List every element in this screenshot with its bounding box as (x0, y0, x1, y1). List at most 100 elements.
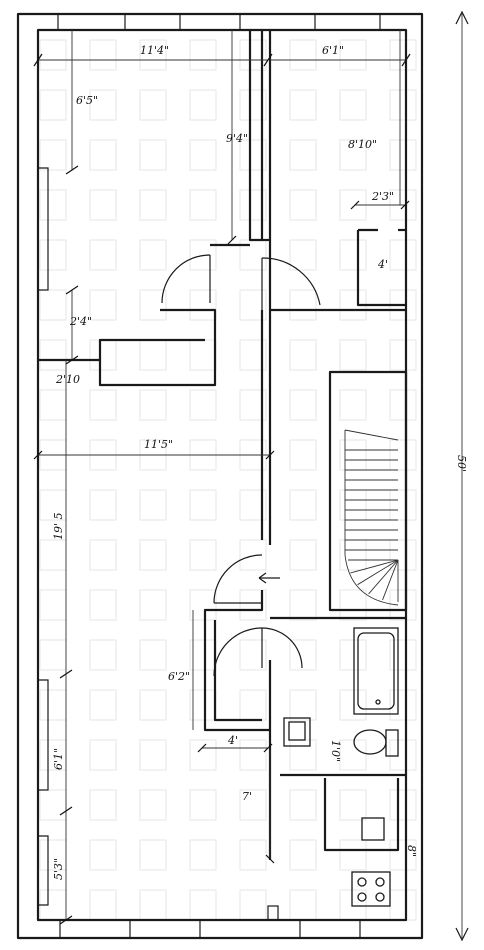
watermark-tile (39, 89, 67, 121)
watermark-tile (239, 189, 267, 221)
watermark-tile (389, 89, 417, 121)
watermark-tile (189, 739, 217, 771)
dimension-labels: 11'4" 6'1" 6'5" 9'4" 8'10" 2'3" 4' 2'4" … (52, 44, 468, 880)
watermark-tile (89, 339, 117, 371)
watermark-tile (39, 539, 67, 571)
watermark-tile (139, 239, 167, 271)
watermark-tile (289, 839, 317, 871)
watermark-tile (339, 39, 367, 71)
watermark-tile (389, 389, 417, 421)
watermark-tile (389, 489, 417, 521)
watermark-tile (89, 539, 117, 571)
watermark-tile (239, 489, 267, 521)
watermark-tile (139, 139, 167, 171)
watermark-tile (189, 389, 217, 421)
winder-tread (357, 559, 399, 586)
watermark-tile (39, 789, 67, 821)
dim-closet-depth: 4' (377, 258, 388, 271)
watermark-tile (289, 689, 317, 721)
dim-rear-left-depth: 5'3" (52, 858, 65, 880)
watermark-tile (39, 639, 67, 671)
watermark-tile (289, 189, 317, 221)
watermark-tile (289, 439, 317, 471)
watermark-tile (389, 789, 417, 821)
watermark-tile (89, 689, 117, 721)
kitchen-fixtures (323, 778, 400, 907)
dim-bath-depth: 7' (242, 790, 252, 803)
watermark-tile (89, 39, 117, 71)
watermark-tile (189, 239, 217, 271)
watermark-tile (389, 589, 417, 621)
watermark-tile (339, 839, 367, 871)
watermark-tile (189, 139, 217, 171)
watermark-tile (239, 639, 267, 671)
winder-tread (350, 559, 399, 574)
watermark-tile (139, 389, 167, 421)
watermark-tile (289, 39, 317, 71)
watermark-tile (339, 489, 367, 521)
watermark-tile (239, 839, 267, 871)
watermark-tile (139, 539, 167, 571)
exterior-walls (16, 12, 424, 940)
watermark-tile (239, 739, 267, 771)
dim-bath-width: 4' (227, 734, 238, 747)
watermark-tile (389, 239, 417, 271)
watermark-tile (139, 289, 167, 321)
watermark-tile (289, 339, 317, 371)
watermark-tile (239, 289, 267, 321)
watermark-tile (289, 589, 317, 621)
watermark-tile (139, 639, 167, 671)
watermark-tile (289, 89, 317, 121)
dim-kitchen: 8" (405, 845, 418, 857)
watermark-tile (339, 439, 367, 471)
dimension-ticks (33, 53, 411, 925)
dim-alcove-depth: 2'4" (69, 315, 92, 328)
watermark-tile (239, 139, 267, 171)
watermark-tile (289, 239, 317, 271)
watermark-tile (139, 89, 167, 121)
watermark-tile (339, 589, 367, 621)
watermark-pattern (39, 39, 417, 921)
watermark-tile (239, 339, 267, 371)
dim-hall-depth: 6'2" (168, 670, 190, 683)
watermark-tile (239, 539, 267, 571)
watermark-tile (339, 239, 367, 271)
watermark-tile (189, 589, 217, 621)
watermark-tile (239, 889, 267, 921)
watermark-tile (289, 539, 317, 571)
watermark-tile (339, 689, 367, 721)
watermark-tile (139, 889, 167, 921)
watermark-tile (89, 389, 117, 421)
watermark-tile (389, 639, 417, 671)
watermark-tile (239, 689, 267, 721)
watermark-tile (389, 739, 417, 771)
watermark-tile (389, 839, 417, 871)
watermark-tile (239, 789, 267, 821)
dim-lower-left-depth: 6'1" (52, 748, 65, 770)
watermark-tile (339, 739, 367, 771)
watermark-tile (139, 39, 167, 71)
watermark-tile (239, 39, 267, 71)
watermark-tile (139, 839, 167, 871)
bath-fixtures (283, 627, 399, 757)
dim-main-room-width: 11'5" (144, 438, 173, 451)
watermark-tile (339, 389, 367, 421)
watermark-tile (189, 539, 217, 571)
watermark-tile (339, 139, 367, 171)
watermark-tile (289, 289, 317, 321)
watermark-tile (289, 789, 317, 821)
watermark-tile (389, 889, 417, 921)
watermark-tile (39, 139, 67, 171)
winder-tread (368, 559, 399, 595)
watermark-tile (389, 689, 417, 721)
watermark-tile (339, 539, 367, 571)
watermark-tile (189, 839, 217, 871)
dim-sink: 1'0" (329, 740, 342, 762)
watermark-tile (339, 789, 367, 821)
watermark-tile (39, 39, 67, 71)
watermark-tile (389, 139, 417, 171)
watermark-tile (89, 139, 117, 171)
watermark-tile (39, 389, 67, 421)
watermark-tile (239, 389, 267, 421)
